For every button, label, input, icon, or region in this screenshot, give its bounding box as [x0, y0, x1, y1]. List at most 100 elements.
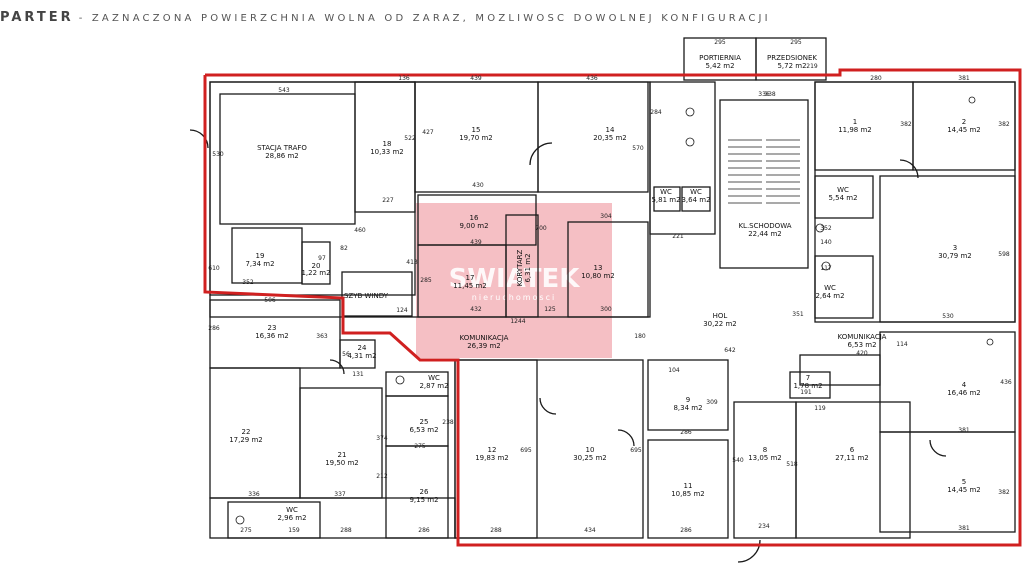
- dim-label: 286: [680, 527, 692, 534]
- walls: [189, 37, 1016, 563]
- room-9-name: 9: [686, 396, 690, 404]
- page-header: PARTER - ZAZNACZONA POWIERZCHNIA WOLNA O…: [0, 6, 1024, 28]
- dim-label: 610: [208, 265, 220, 272]
- dim-label: 522: [404, 135, 416, 142]
- watermark-sub: nieruchomosci: [472, 293, 556, 302]
- dim-label: 1244: [510, 318, 525, 325]
- room-16-name: 16: [470, 214, 479, 222]
- room-korytarz-area: 6,31 m2: [524, 253, 532, 282]
- room-klatka-area: 22,44 m2: [748, 230, 782, 238]
- header-floor-label: PARTER: [0, 10, 74, 25]
- room-14-name: 14: [606, 126, 615, 134]
- room-26-name: 26: [420, 488, 429, 496]
- dim-label: 381: [958, 75, 970, 82]
- dim-label: 117: [820, 265, 832, 272]
- room-szyb-name: SZYB WINDY: [344, 292, 389, 300]
- dim-label: 352: [242, 279, 254, 286]
- dim-label: 140: [820, 239, 832, 246]
- dim-label: 427: [422, 129, 434, 136]
- dim-label: 598: [998, 251, 1010, 258]
- room-3-area: 30,79 m2: [938, 252, 972, 260]
- room-hol-name: HOL: [713, 312, 728, 320]
- room-10-name: 10: [586, 446, 595, 454]
- room-5-area: 14,45 m2: [947, 486, 981, 494]
- dim-label: 436: [1000, 379, 1012, 386]
- room-wc2-name: WC: [690, 188, 702, 196]
- room-wc4-name: WC: [824, 284, 836, 292]
- dim-label: 284: [650, 109, 662, 116]
- dim-label: 336: [758, 91, 770, 98]
- dim-label: 136: [398, 75, 410, 82]
- dim-label: 212: [376, 473, 388, 480]
- dim-label: 180: [634, 333, 646, 340]
- dim-label: 288: [490, 527, 502, 534]
- room-4-name: 4: [962, 381, 967, 389]
- room-2-area: 14,45 m2: [947, 126, 981, 134]
- dim-label: 82: [340, 245, 348, 252]
- room-hol-area: 30,22 m2: [703, 320, 737, 328]
- dim-label: 286: [208, 325, 220, 332]
- dim-label: 543: [278, 87, 290, 94]
- room-19-area: 7,34 m2: [245, 260, 274, 268]
- dim-label: 191: [800, 389, 812, 396]
- dim-label: 570: [632, 145, 644, 152]
- room-18-area: 10,33 m2: [370, 148, 404, 156]
- room-25-name: 25: [420, 418, 429, 426]
- room-przedsionek-name: PRZEDSIONEK: [767, 54, 817, 62]
- dim-label: 337: [334, 491, 346, 498]
- dim-label: 114: [896, 341, 908, 348]
- dim-label: 432: [470, 306, 482, 313]
- dim-label: 363: [316, 333, 328, 340]
- dim-label: 434: [584, 527, 596, 534]
- room-portiernia-area: 5,42 m2: [705, 62, 734, 70]
- header-description: - ZAZNACZONA POWIERZCHNIA WOLNA OD ZARAZ…: [78, 13, 771, 24]
- room-15-name: 15: [472, 126, 481, 134]
- dim-label: 436: [586, 75, 598, 82]
- room-wc1-name: WC: [660, 188, 672, 196]
- room-23-name: 23: [268, 324, 277, 332]
- room-trafo-name: STACJA TRAFO: [257, 144, 307, 152]
- dim-label: 295: [790, 39, 802, 46]
- room-24-area: 4,31 m2: [347, 352, 376, 360]
- room-21-area: 19,50 m2: [325, 459, 359, 467]
- dim-label: 125: [544, 306, 556, 313]
- room-20-name: 20: [312, 262, 321, 270]
- dim-label: 285: [420, 277, 432, 284]
- dim-label: 280: [870, 75, 882, 82]
- dimension-labels: 543 136 439 436 295 295 336 219 280 381 …: [208, 39, 1012, 534]
- dim-label: 104: [668, 367, 680, 374]
- room-17-area: 11,45 m2: [453, 282, 487, 290]
- dim-label: 97: [318, 255, 326, 262]
- dim-label: 131: [352, 371, 364, 378]
- dim-label: 374: [376, 435, 388, 442]
- room-10-area: 30,25 m2: [573, 454, 607, 462]
- room-komunikacja2-name: KOMUNIKACJA: [838, 333, 887, 341]
- room-komunikacja2-area: 6,53 m2: [847, 341, 876, 349]
- dim-label: 351: [792, 311, 804, 318]
- dim-label: 700: [535, 225, 547, 232]
- dim-label: 304: [600, 213, 612, 220]
- room-1-area: 11,98 m2: [838, 126, 872, 134]
- dim-label: 460: [354, 227, 366, 234]
- room-8-name: 8: [763, 446, 767, 454]
- dim-label: 382: [900, 121, 912, 128]
- dim-label: 352: [820, 225, 832, 232]
- room-wc3-name: WC: [837, 186, 849, 194]
- room-wc6-name: WC: [286, 506, 298, 514]
- room-19-name: 19: [256, 252, 265, 260]
- room-klatka-name: KL.SCHODOWA: [738, 222, 791, 230]
- room-7-name: 7: [806, 374, 810, 382]
- room-15-area: 19,70 m2: [459, 134, 493, 142]
- room-wc1-area: 5,81 m2: [651, 196, 680, 204]
- dim-label: 430: [472, 182, 484, 189]
- dim-label: 288: [340, 527, 352, 534]
- dim-label: 439: [470, 239, 482, 246]
- room-4-area: 16,46 m2: [947, 389, 981, 397]
- dim-label: 695: [630, 447, 642, 454]
- room-26-area: 9,15 m2: [409, 496, 438, 504]
- room-8-area: 13,05 m2: [748, 454, 782, 462]
- dim-label: 506: [264, 297, 276, 304]
- dim-label: 221: [672, 233, 684, 240]
- dim-label: 295: [714, 39, 726, 46]
- room-korytarz-name: KORYTARZ: [516, 250, 524, 287]
